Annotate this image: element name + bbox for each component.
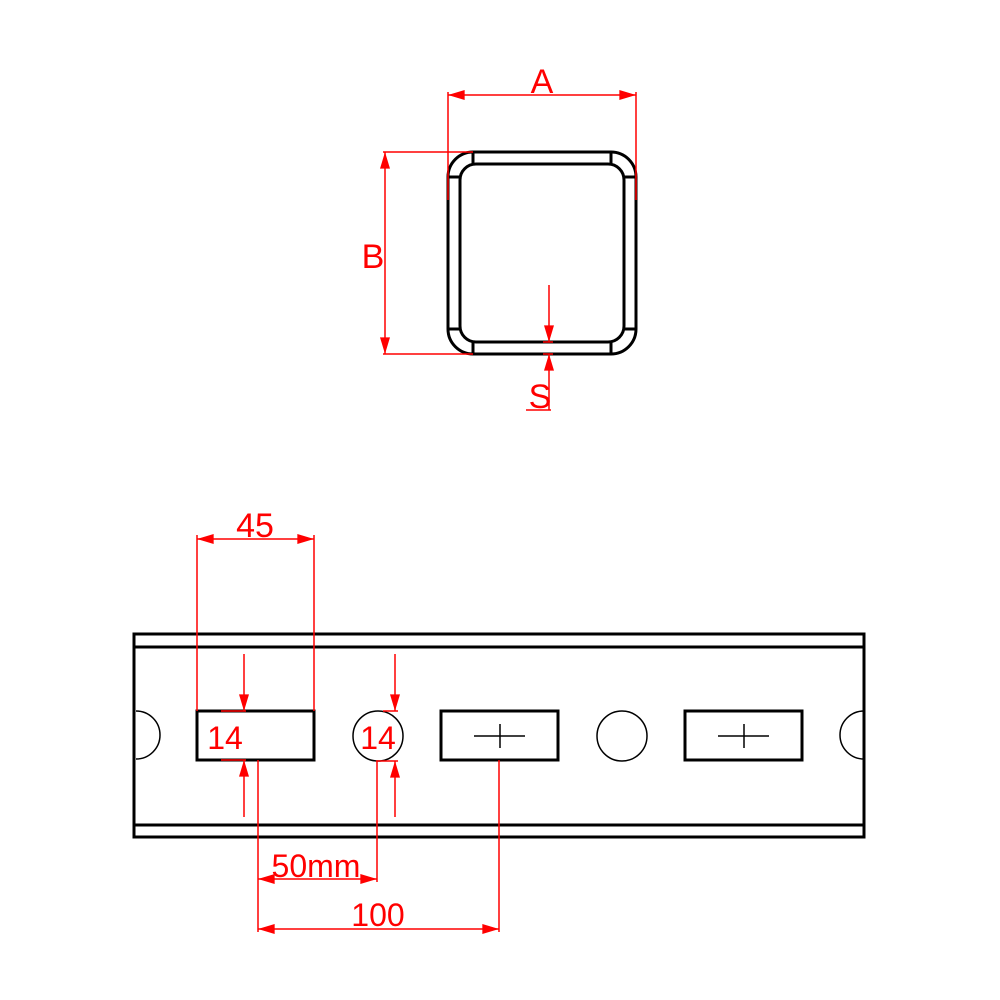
- dimension-slot-to-hole: 50mm: [257, 760, 378, 932]
- slot-3: [683, 709, 804, 762]
- half-hole-left: [135, 710, 161, 760]
- dimension-height-b: B: [362, 151, 473, 355]
- label-b: B: [362, 238, 385, 276]
- label-100: 100: [351, 897, 404, 933]
- dimension-thickness-s: S: [526, 285, 554, 416]
- label-14-slot: 14: [207, 720, 243, 756]
- hole-2: [596, 710, 648, 762]
- square-tube-cross-section: [446, 150, 638, 356]
- dimension-slot-width: 45: [196, 507, 315, 711]
- slot-1: [195, 709, 316, 762]
- label-14-hole: 14: [360, 720, 396, 756]
- half-hole-right: [839, 710, 865, 760]
- dimension-hole-diameter: 14: [360, 654, 400, 817]
- label-45: 45: [236, 507, 274, 545]
- label-a: A: [531, 63, 554, 101]
- dimension-slot-height: 14: [207, 654, 249, 817]
- dimension-pitch: 100: [257, 760, 500, 934]
- label-s: S: [529, 378, 552, 416]
- dimension-width-a: A: [447, 63, 637, 200]
- label-50mm: 50mm: [272, 848, 361, 884]
